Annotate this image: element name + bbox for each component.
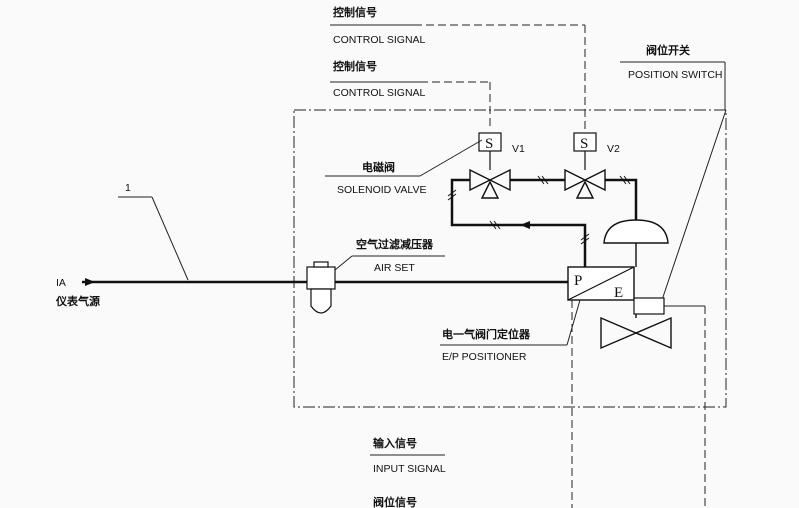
ia-label: IA <box>56 277 66 289</box>
tube-hash-marks <box>447 175 631 245</box>
solenoid-valve-v1 <box>469 132 511 199</box>
control-signal-2-line <box>420 81 491 130</box>
input-signal-en-label: INPUT SIGNAL <box>373 463 446 475</box>
ep-positioner-en-label: E/P POSITIONER <box>442 351 527 363</box>
valve-position-signal-cn-label: 阀位信号 <box>373 495 417 508</box>
control-signal-1-cn-label: 控制信号 <box>333 5 377 19</box>
input-signal-cn-label: 输入信号 <box>373 436 417 450</box>
control-valve-body <box>600 316 672 350</box>
v2-label: V2 <box>607 143 620 155</box>
enclosure-boundary <box>293 109 727 408</box>
solenoid-s2-label: S <box>580 136 588 152</box>
ep-positioner <box>567 266 635 301</box>
ia-inlet-arrow <box>85 278 95 286</box>
solenoid-valve-v2 <box>564 132 606 199</box>
ep-positioner-leader <box>566 299 581 346</box>
air-set <box>306 261 336 314</box>
control-signal-2-cn-label: 控制信号 <box>333 59 377 73</box>
air-set-en-label: AIR SET <box>374 262 415 274</box>
control-signal-2-en-label: CONTROL SIGNAL <box>333 87 426 99</box>
solenoid-valve-en-label: SOLENOID VALVE <box>337 184 426 196</box>
positioner-e-label: E <box>614 285 623 301</box>
ep-positioner-cn-label: 电一气阀门定位器 <box>442 327 531 341</box>
air-set-leader <box>334 255 353 271</box>
position-switch-en-label: POSITION SWITCH <box>628 69 723 81</box>
solenoid-valve-cn-label: 电磁阀 <box>362 160 395 174</box>
positioner-p-label: P <box>574 273 582 289</box>
ia-cn-label: 仪表气源 <box>55 294 100 308</box>
position-switch-line <box>661 109 727 301</box>
solenoid-s1-label: S <box>485 136 493 152</box>
position-switch-cn-label: 阀位开关 <box>646 43 690 57</box>
valve-actuator <box>603 219 669 318</box>
item-1-leader <box>151 196 189 281</box>
solenoid-leader <box>419 139 483 177</box>
v1-label: V1 <box>512 143 525 155</box>
position-switch-box <box>633 297 665 315</box>
flow-arrow <box>520 221 530 229</box>
item-number-label: 1 <box>125 182 131 194</box>
air-set-cn-label: 空气过滤减压器 <box>356 237 434 251</box>
control-signal-1-en-label: CONTROL SIGNAL <box>333 34 426 46</box>
